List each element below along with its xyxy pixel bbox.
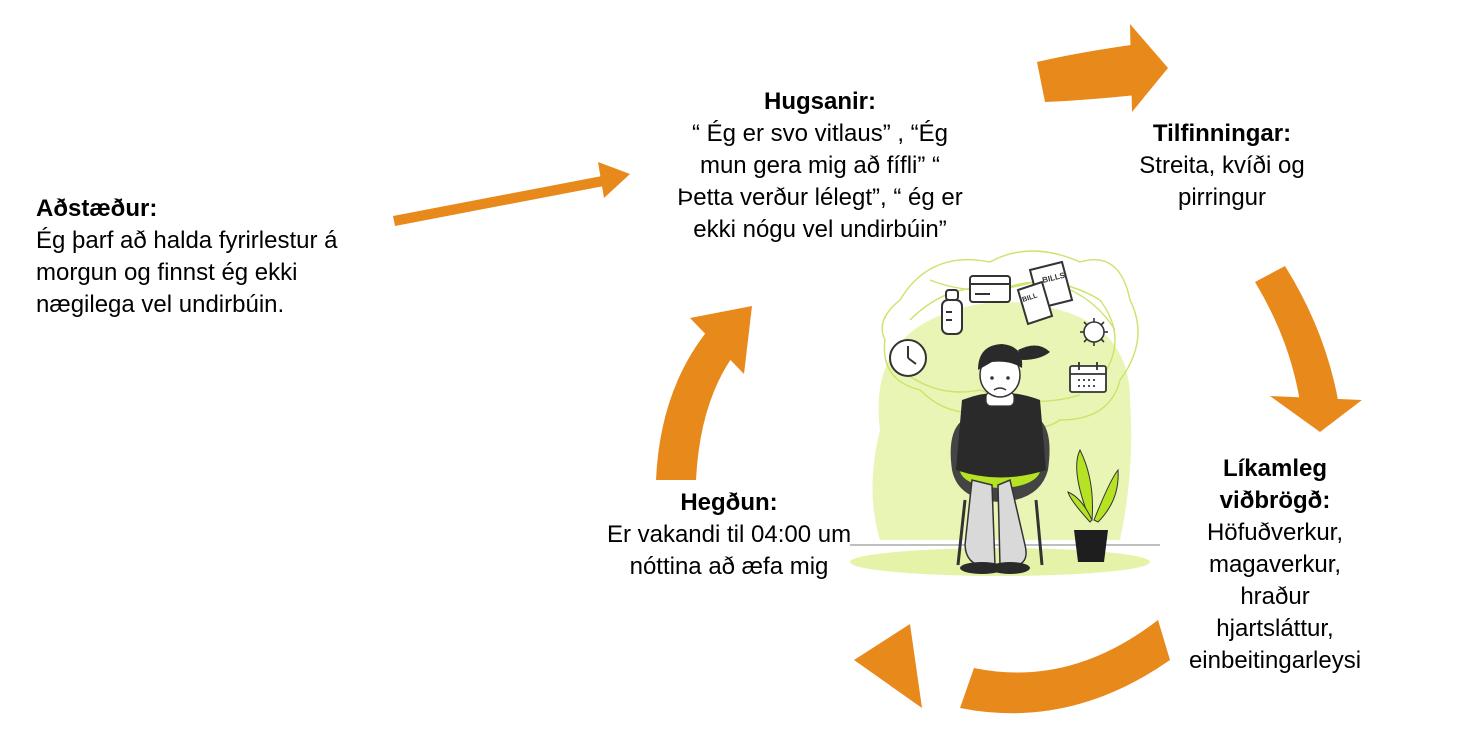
- bills-icon: BILLS BILL: [1016, 260, 1074, 326]
- behavior-title: Hegðun:: [680, 489, 778, 516]
- situation-title: Aðstæður:: [36, 195, 158, 222]
- calendar-icon: [1069, 362, 1107, 393]
- clock-icon: [889, 339, 927, 377]
- behavior-body: Er vakandi til 04:00 um nóttina að æfa m…: [606, 521, 852, 580]
- arrow-physical-to-behavior: [854, 620, 1170, 714]
- bill-label: BILL: [1021, 292, 1039, 304]
- thoughts-title: Hugsanir:: [763, 88, 876, 115]
- situation-body: Ég þarf að halda fyrirlestur á morgun og…: [36, 227, 338, 318]
- arrow-situation-to-thoughts: [393, 162, 630, 226]
- arrow-feelings-to-physical: [1255, 266, 1362, 432]
- feelings-body: Streita, kvíði og pirringur: [1139, 152, 1305, 211]
- situation-block: Aðstæður: Ég þarf að halda fyrirlestur á…: [36, 193, 416, 321]
- feelings-title: Tilfinningar:: [1152, 120, 1292, 147]
- physical-reactions-block: Líkamleg viðbrögð: Höfuðverkur, magaverk…: [1160, 453, 1390, 677]
- arrow-thoughts-to-feelings: [1037, 24, 1168, 112]
- plant-icon: [1067, 448, 1119, 562]
- thoughts-body: “ Ég er svo vitlaus” , “Ég mun gera mig …: [677, 120, 963, 243]
- stressed-person: [956, 344, 1050, 574]
- credit-card-icon: [969, 275, 1011, 303]
- physical-reactions-body: Höfuðverkur, magaverkur, hraður hjartslá…: [1188, 519, 1362, 674]
- thoughts-block: Hugsanir: “ Ég er svo vitlaus” , “Ég mun…: [640, 86, 1000, 246]
- feelings-block: Tilfinningar: Streita, kvíði og pirringu…: [1112, 118, 1332, 214]
- baby-bottle-icon: [941, 289, 963, 335]
- arrow-behavior-to-thoughts: [656, 306, 752, 480]
- behavior-block: Hegðun: Er vakandi til 04:00 um nóttina …: [574, 487, 884, 583]
- virus-icon: [1080, 318, 1108, 346]
- physical-reactions-title: Líkamleg viðbrögð:: [1219, 455, 1331, 514]
